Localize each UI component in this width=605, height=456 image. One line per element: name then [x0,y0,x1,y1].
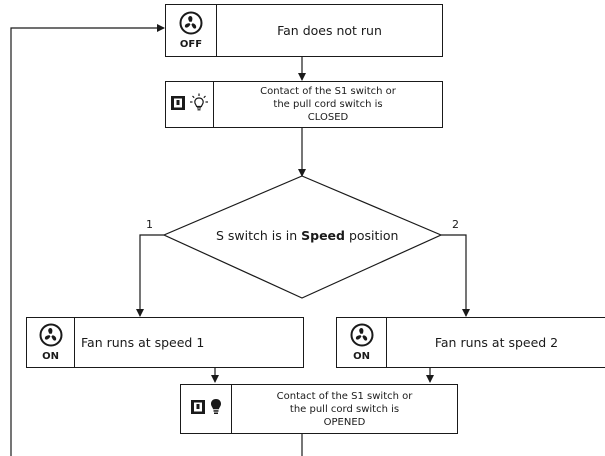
fan-speed2-box: ON Fan runs at speed 2 [336,317,605,368]
fan-off-text: Fan does not run [277,23,382,38]
branch-label-2: 2 [452,218,459,231]
fan-off-box: OFF Fan does not run [165,4,443,57]
switch-icon [170,95,186,115]
fan-icon [179,11,203,39]
contact-closed-text: Contact of the S1 switch or the pull cor… [214,82,442,127]
fan-speed2-text: Fan runs at speed 2 [434,335,559,350]
contact-closed-line3: CLOSED [307,112,349,123]
contact-opened-box: Contact of the S1 switch or the pull cor… [180,384,458,434]
contact-closed-line2: the pull cord switch is [273,99,383,110]
contact-closed-line1: Contact of the S1 switch or [260,86,396,97]
fan-speed1-text: Fan runs at speed 1 [81,335,205,350]
branch-label-1: 1 [146,218,153,231]
decision-label: S switch is in Speed position [216,228,398,243]
light-bulb-solid-icon [209,398,223,420]
fan-off-icon-cell: OFF [166,5,217,56]
fan-speed2-icon-cell: ON [337,318,387,367]
decision-diamond [162,175,443,299]
fan-state-on: ON [42,351,59,362]
contact-opened-icon-cell [181,385,232,433]
fan-icon [350,323,374,351]
fan-state-off: OFF [179,39,203,50]
contact-opened-line3: OPENED [323,416,366,428]
switch-icon [190,399,206,419]
contact-closed-box: Contact of the S1 switch or the pull cor… [165,81,443,128]
contact-opened-text: Contact of the S1 switch or the pull cor… [232,385,457,433]
fan-state-on: ON [353,351,370,362]
decision-prefix: S switch is in [216,228,302,243]
contact-opened-line1: Contact of the S1 switch or [276,390,413,402]
light-bulb-outline-icon [189,93,209,117]
contact-closed-icon-cell [166,82,214,127]
decision-suffix: position [344,228,399,243]
contact-opened-line2: the pull cord switch is [289,403,400,415]
fan-icon [39,323,63,351]
arrow-branch-1 [136,234,164,317]
arrow-branch-2 [441,234,470,317]
fan-speed1-box: ON Fan runs at speed 1 [26,317,304,368]
decision-bold: Speed [301,228,345,243]
arrow-loop-back [10,24,165,456]
fan-speed1-icon-cell: ON [27,318,75,367]
